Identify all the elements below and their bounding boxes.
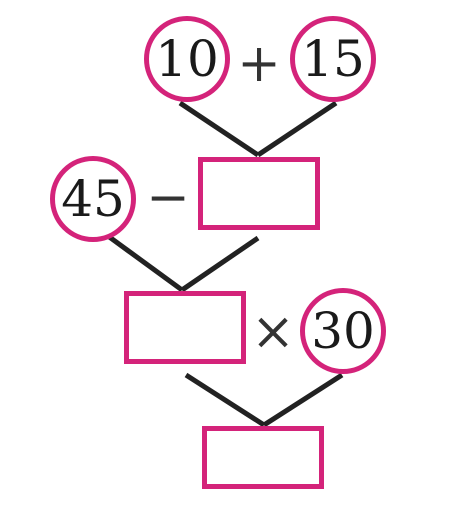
answer-box-result[interactable] xyxy=(202,426,324,489)
connector-line-1a xyxy=(178,100,260,158)
number-circle-30: 30 xyxy=(300,288,386,374)
connector-line-2a xyxy=(106,233,184,293)
answer-box-difference[interactable] xyxy=(198,157,320,230)
connector-line-1b xyxy=(256,100,338,158)
number-circle-45: 45 xyxy=(50,156,136,242)
minus-operator: − xyxy=(146,168,190,228)
connector-line-2b xyxy=(180,235,260,293)
connector-line-3b xyxy=(262,372,344,428)
number-circle-10: 10 xyxy=(144,16,230,102)
connector-line-3a xyxy=(184,372,266,428)
plus-operator: + xyxy=(237,34,281,94)
times-operator: × xyxy=(251,302,295,362)
number-circle-15: 15 xyxy=(290,16,376,102)
answer-box-intermediate[interactable] xyxy=(124,291,246,364)
